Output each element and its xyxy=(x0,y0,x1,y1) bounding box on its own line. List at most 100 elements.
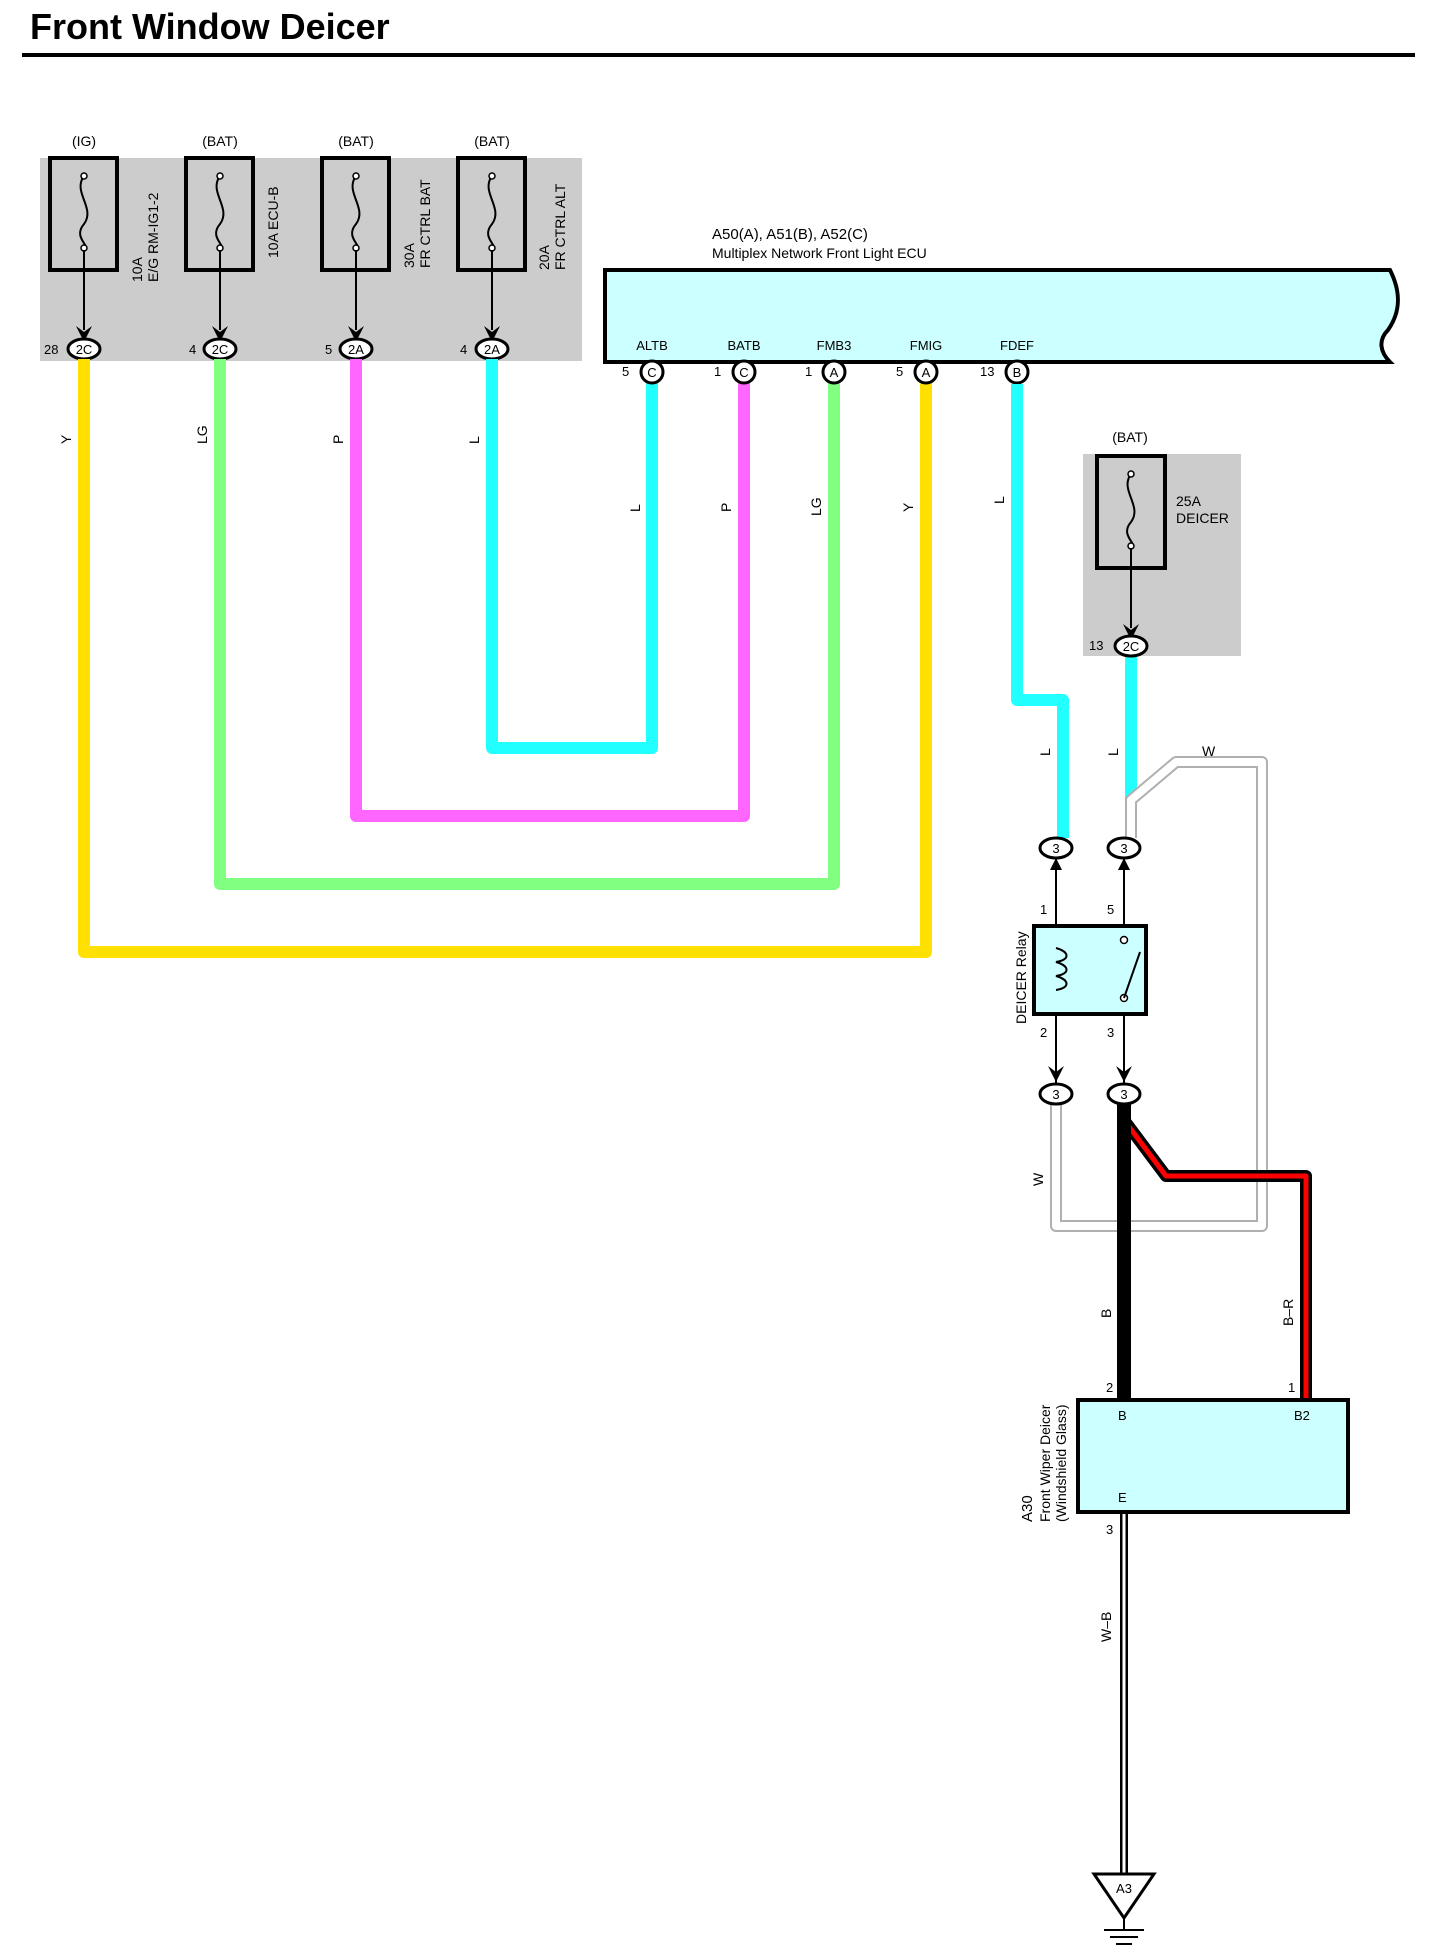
deicer-relay: DEICER Relay 1 5 2 3 xyxy=(1013,902,1148,1040)
multiplex-network-front-light-ecu: A50(A), A51(B), A52(C) Multiplex Network… xyxy=(603,226,1400,364)
fuse-rating: 20A xyxy=(536,244,552,270)
terminal-connector: B xyxy=(1013,365,1022,380)
ecu-terminal-fdef: FDEF 13 B xyxy=(980,338,1034,385)
ecu-name: Multiplex Network Front Light ECU xyxy=(712,245,927,261)
wire-label-l: L xyxy=(991,496,1007,504)
wire-label-lg: LG xyxy=(194,425,210,444)
fuse-connector: 2C xyxy=(212,342,229,357)
deicer-name: Front Wiper Deicer xyxy=(1037,1404,1053,1522)
terminal-e-label: E xyxy=(1118,1490,1127,1505)
relay-connector-lower-right: 3 xyxy=(1106,1082,1142,1106)
wire-label-y: Y xyxy=(900,502,916,512)
ecu-terminal-altb: ALTB 5 C xyxy=(622,338,668,385)
fuse-pin: 28 xyxy=(44,342,58,357)
terminal-b2-label: B2 xyxy=(1294,1408,1310,1423)
fuse-pin: 4 xyxy=(460,342,467,357)
fuse-pin: 13 xyxy=(1089,638,1103,653)
fuse-deicer: (BAT) 25A DEICER xyxy=(1083,429,1241,656)
terminal-connector: A xyxy=(922,365,931,380)
wire-label-p: P xyxy=(718,503,734,512)
wire-label-b: B xyxy=(1098,1309,1114,1318)
fuse-rating: 30A xyxy=(401,242,417,268)
fuse-name: FR CTRL ALT xyxy=(552,183,568,270)
wire-label-l: L xyxy=(466,436,482,444)
fuse-ecu-b: (BAT) 10A ECU-B 4 2C xyxy=(184,133,281,361)
ecu-id: A50(A), A51(B), A52(C) xyxy=(712,226,868,243)
connector-label: 3 xyxy=(1052,1087,1059,1102)
wire-p xyxy=(350,359,750,822)
fuse-name: FR CTRL BAT xyxy=(417,179,433,268)
relay-connector-upper-left: 3 xyxy=(1038,836,1074,860)
ground-id: A3 xyxy=(1116,1881,1132,1896)
relay-pin-2: 2 xyxy=(1040,1025,1047,1040)
wire-label-l: L xyxy=(627,504,643,512)
wire-l-fdef xyxy=(1011,384,1069,838)
terminal-name: BATB xyxy=(728,338,761,353)
title-rule xyxy=(22,53,1415,57)
connector-label: 3 xyxy=(1120,841,1127,856)
ecu-terminal-batb: BATB 1 C xyxy=(714,338,761,385)
relay-pin-1: 1 xyxy=(1040,902,1047,917)
wire-label-w: W xyxy=(1202,743,1216,759)
ecu-terminal-fmb3: FMB3 1 A xyxy=(805,338,852,385)
terminal-pin: 13 xyxy=(980,364,994,379)
terminal-name: FMIG xyxy=(910,338,943,353)
wire-label-w-b: W–B xyxy=(1098,1612,1114,1642)
relay-name: DEICER Relay xyxy=(1013,931,1029,1024)
relay-pin-3: 3 xyxy=(1107,1025,1114,1040)
fuse-name: DEICER xyxy=(1176,510,1229,526)
terminal-connector: C xyxy=(739,365,748,380)
fuse-pin: 4 xyxy=(189,342,196,357)
ground-symbol: A3 xyxy=(1091,1872,1157,1945)
fuse-fr-ctrl-bat: (BAT) 30A FR CTRL BAT 5 2A xyxy=(320,133,433,361)
terminal-name: ALTB xyxy=(636,338,668,353)
fuse-source-label: (IG) xyxy=(72,133,96,149)
terminal-pin: 1 xyxy=(714,364,721,379)
wire-label-lg: LG xyxy=(808,497,824,516)
terminal-pin: 1 xyxy=(805,364,812,379)
deicer-fuse-connector: 13 2C xyxy=(1089,634,1149,658)
deicer-pin-b2: 1 xyxy=(1288,1380,1295,1395)
ecu-terminal-fmig: FMIG 5 A xyxy=(896,338,943,385)
wire-label-l: L xyxy=(1105,748,1121,756)
fuse-pin: 5 xyxy=(325,342,332,357)
fuse-connector: 2A xyxy=(484,342,500,357)
deicer-id: A30 xyxy=(1019,1495,1036,1522)
fuse-connector: 2C xyxy=(76,342,93,357)
connector-label: 3 xyxy=(1052,841,1059,856)
terminal-connector: C xyxy=(647,365,656,380)
fuse-source-label: (BAT) xyxy=(338,133,374,149)
wire-label-p: P xyxy=(330,435,346,444)
wire-l xyxy=(486,359,658,754)
fuse-connector: 2A xyxy=(348,342,364,357)
fuse-rating: 25A xyxy=(1176,493,1202,509)
fuse-eg-rm-ig1-2: (IG) 10A E/G RM-IG1-2 28 2C xyxy=(44,133,161,361)
terminal-name: FMB3 xyxy=(817,338,852,353)
fuse-panel xyxy=(40,158,582,361)
wire-label-w: W xyxy=(1030,1172,1046,1186)
terminal-name: FDEF xyxy=(1000,338,1034,353)
wire-lg xyxy=(214,359,840,890)
wire-y xyxy=(78,359,932,958)
fuse-fr-ctrl-alt: (BAT) 20A FR CTRL ALT 4 2A xyxy=(456,133,568,361)
front-wiper-deicer: B B2 E 2 1 3 A30 Front Wiper Deicer (Win… xyxy=(1019,1380,1350,1537)
fuse-source-label: (BAT) xyxy=(1112,429,1148,445)
fuse-source-label: (BAT) xyxy=(202,133,238,149)
connector-label: 3 xyxy=(1120,1087,1127,1102)
deicer-pin-b: 2 xyxy=(1106,1380,1113,1395)
fuse-rating: 10A ECU-B xyxy=(265,186,281,258)
fuse-rating: 10A xyxy=(129,256,145,282)
wire-label-b-r: B–R xyxy=(1280,1299,1296,1326)
terminal-connector: A xyxy=(830,365,839,380)
fuse-source-label: (BAT) xyxy=(474,133,510,149)
deicer-sub: (Windshield Glass) xyxy=(1053,1405,1069,1522)
fuse-connector: 2C xyxy=(1123,639,1140,654)
relay-connector-lower-left: 3 xyxy=(1038,1082,1074,1106)
wire-label-l: L xyxy=(1037,748,1053,756)
wire-b-r xyxy=(1118,1100,1312,1400)
terminal-pin: 5 xyxy=(622,364,629,379)
fuse-name: E/G RM-IG1-2 xyxy=(145,192,161,282)
page-title: Front Window Deicer xyxy=(30,6,390,47)
wire-w xyxy=(1050,756,1268,1232)
